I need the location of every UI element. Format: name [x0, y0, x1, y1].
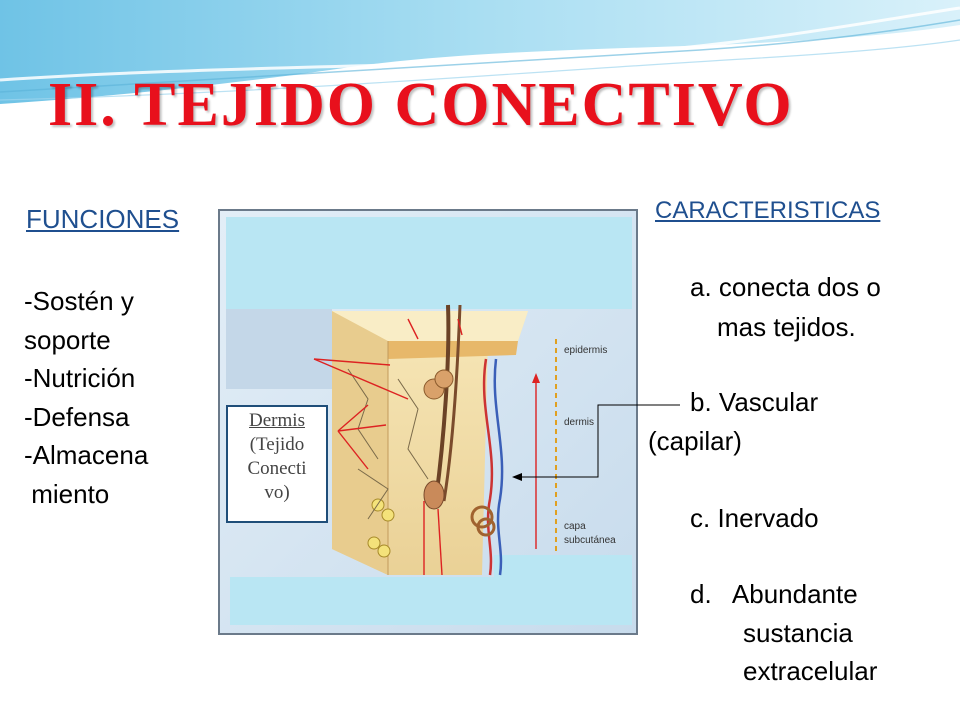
funcion-item: -Almacena — [24, 440, 149, 470]
caracteristica-d-line2: sustancia — [743, 618, 853, 648]
funcion-item: -Nutrición — [24, 363, 136, 393]
skin-diagram: epidermis dermis capa subcutánea — [218, 209, 638, 635]
funcion-item: soporte — [24, 324, 111, 355]
layer-subcutanea: subcutánea — [564, 535, 616, 546]
dermis-label-line: (Tejido — [249, 434, 305, 455]
caracteristica-d-line3: extracelular — [743, 656, 878, 686]
funciones-list: -Sostén y soporte -Nutrición -Defensa -A… — [24, 282, 214, 513]
caracteristica-b-line2: (capilar) — [648, 426, 742, 456]
funcion-item: -Sostén y — [24, 286, 134, 316]
caracteristica-a-line2: mas tejidos. — [717, 312, 856, 342]
layer-capa: capa — [564, 521, 586, 532]
header-wave-decoration — [0, 0, 960, 104]
layer-epidermis: epidermis — [564, 345, 607, 356]
slide-title: II. TEJIDO CONECTIVO — [48, 71, 794, 139]
caracteristica-d-line1: d. Abundante — [690, 579, 858, 609]
dermis-label-line: Dermis — [249, 410, 305, 431]
funcion-item: miento — [24, 478, 110, 509]
dermis-label-line: Conecti — [247, 458, 307, 479]
caracteristica-b-line1: b. Vascular — [690, 387, 819, 417]
caracteristica-c: c. Inervado — [690, 503, 819, 533]
funcion-item: -Defensa — [24, 401, 130, 432]
caracteristica-a-line1: a. conecta dos o — [690, 272, 881, 302]
dermis-label-box: Dermis (Tejido Conecti vo) — [226, 405, 328, 523]
layer-dermis: dermis — [564, 417, 594, 428]
caracteristicas-heading: CARACTERISTICAS — [655, 197, 881, 224]
dermis-label-line: vo) — [264, 482, 290, 503]
funciones-heading: FUNCIONES — [26, 204, 180, 234]
